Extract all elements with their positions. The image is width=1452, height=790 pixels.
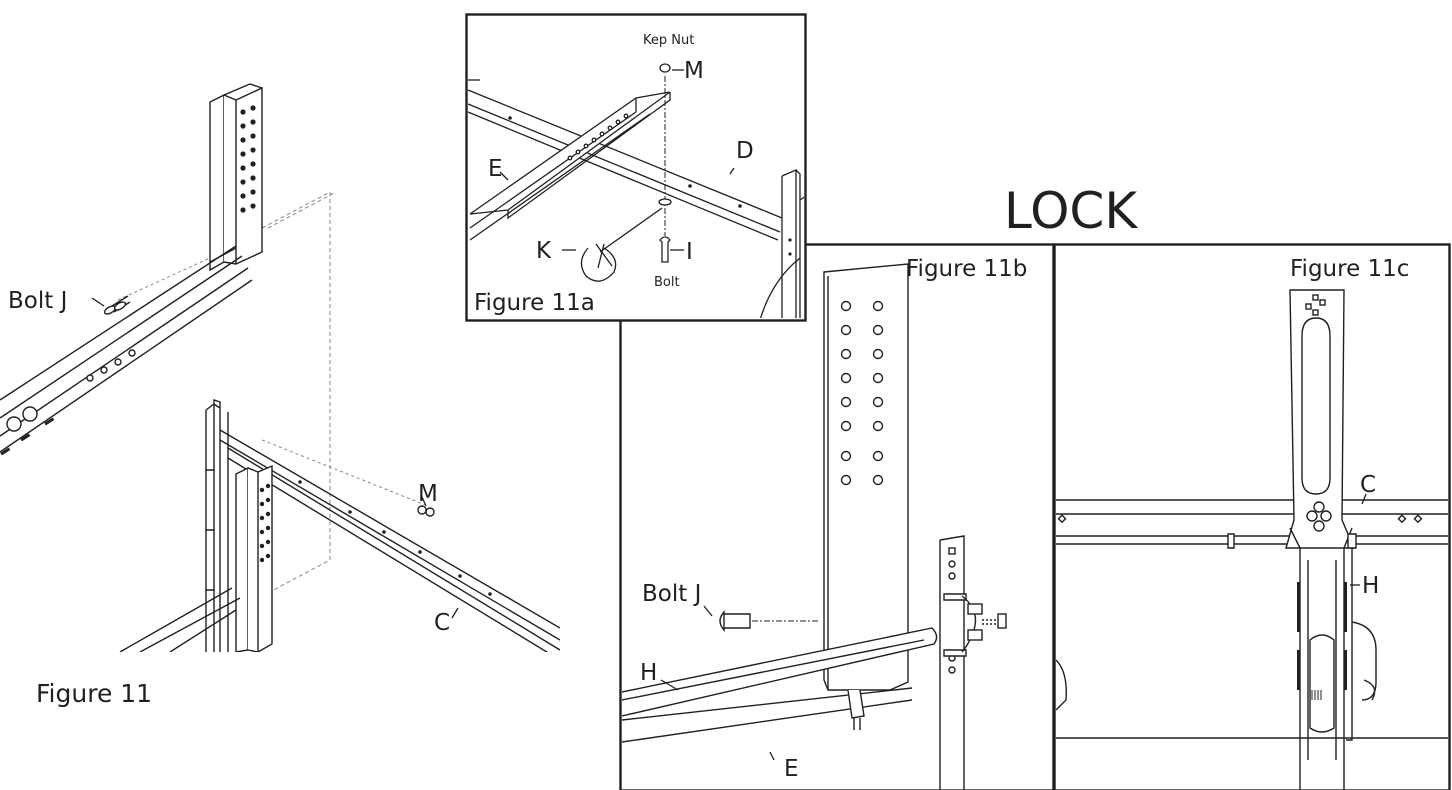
figure-11a-drawing (468, 63, 804, 318)
fig11a-m-label: M (684, 58, 704, 84)
upper-diagonal-rail (0, 245, 253, 456)
kep-nuts-main (417, 505, 435, 517)
fig11c-h-label: H (1362, 573, 1379, 599)
figure-11c-caption: Figure 11c (1290, 256, 1409, 282)
lower-frame (119, 399, 560, 652)
fig11a-bolt-label: Bolt (654, 275, 680, 290)
upper-bracket (209, 83, 263, 272)
fig11a-i-label: I (686, 239, 693, 265)
figure-11b-caption: Figure 11b (906, 256, 1027, 282)
figure-11-caption: Figure 11 (36, 679, 152, 708)
bolt-j-parts (103, 295, 131, 315)
fig11a-e-label: E (488, 156, 503, 182)
fig11b-h-label: H (640, 660, 657, 686)
fig11c-c-label: C (1360, 472, 1376, 498)
figure-11-drawing (0, 83, 560, 652)
main-c-label: C (434, 610, 450, 636)
fig11a-k-label: K (536, 238, 552, 264)
fig11b-e-label: E (784, 756, 799, 782)
figure-11a-caption: Figure 11a (474, 290, 595, 316)
fig11b-bolt-j-label: Bolt J (642, 581, 701, 607)
figure-11b-drawing (622, 263, 1007, 790)
main-bolt-j-label: Bolt J (8, 288, 67, 314)
phantom-panel (261, 191, 331, 597)
lock-heading: LOCK (1004, 182, 1138, 240)
fig11a-kep-nut-label: Kep Nut (643, 33, 694, 48)
main-m-label: M (418, 481, 438, 507)
figure-11c-panel (1053, 243, 1451, 790)
figure-11c-drawing (1056, 289, 1448, 790)
figure-11a-panel (465, 13, 807, 322)
fig11a-d-label: D (736, 138, 754, 164)
